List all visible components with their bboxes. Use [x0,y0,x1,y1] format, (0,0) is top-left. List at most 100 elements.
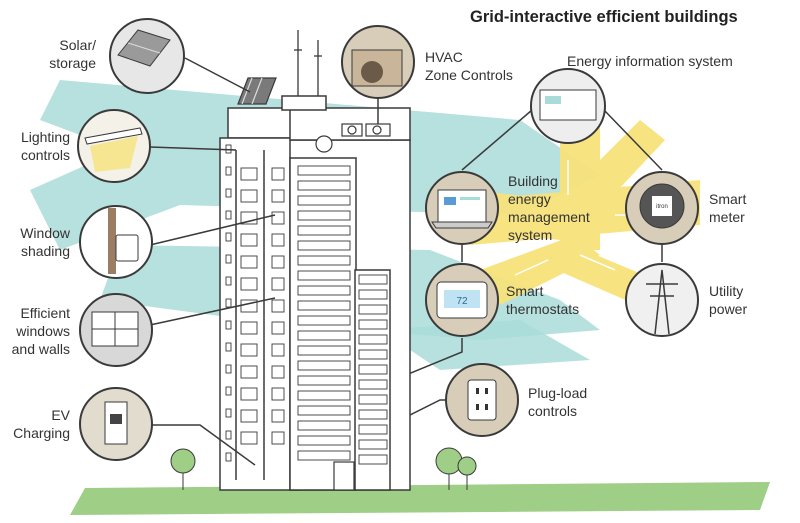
label-solar-storage: Solar/ storage [20,36,96,72]
window [297,255,351,266]
window [297,435,351,446]
label-line: Zone Controls [425,67,513,83]
window [297,420,351,431]
label-line: HVAC [425,49,463,65]
window [297,225,351,236]
window [358,439,388,450]
hvac-zone-controls-icon [341,25,415,99]
window [225,364,232,374]
window [358,289,388,300]
window [358,334,388,345]
window [358,304,388,315]
window [297,270,351,281]
ev-charging-icon [79,387,153,461]
window [225,430,232,440]
window [225,298,232,308]
window [297,330,351,341]
window [358,349,388,360]
window [297,360,351,371]
label-energy-information-system: Energy information system [567,52,767,70]
window [240,167,258,181]
window [271,431,285,445]
utility-power-icon [625,263,699,337]
energy-information-system-icon [530,68,606,144]
label-line: and walls [11,341,70,357]
efficient-windows-icon [79,293,153,367]
roof-solar-panels [237,77,277,105]
lighting-controls-icon [77,109,151,183]
window [358,274,388,285]
label-ev-charging: EV Charging [0,406,70,442]
label-line: controls [20,147,70,163]
label-window-shading: Window shading [0,224,70,260]
label-line: Smart [506,283,544,299]
window [271,167,285,181]
window [271,255,285,269]
window [240,387,258,401]
window [240,343,258,357]
window [225,320,232,330]
label-line: storage [49,55,96,71]
thermostat-display: 72 [456,296,468,307]
label-utility-power: Utility power [709,282,789,318]
window [358,364,388,375]
plug-load-controls-icon [445,363,519,437]
window [240,277,258,291]
meter-brand: itron [656,204,668,210]
label-line: Plug-load [528,385,588,401]
window [240,321,258,335]
window [240,255,258,269]
window [271,211,285,225]
window [240,189,258,203]
window [225,408,232,418]
window [271,277,285,291]
trees [170,447,477,490]
window [225,210,232,220]
window [297,375,351,386]
window [358,319,388,330]
window [297,345,351,356]
window-shading-icon [79,205,153,279]
window [358,409,388,420]
window [225,276,232,286]
label-line: thermostats [506,301,580,317]
window [225,386,232,396]
window [297,240,351,251]
window [271,387,285,401]
window [358,454,388,465]
label-line: controls [528,403,578,419]
ground [70,482,770,515]
window [297,315,351,326]
window [271,409,285,423]
label-smart-thermostats: Smart thermostats [506,282,606,318]
label-lighting-controls: Lighting controls [0,128,70,164]
window [358,424,388,435]
label-line: Utility [709,283,744,299]
window [240,409,258,423]
label-line: EV [51,407,70,423]
smart-thermostats-icon: 72 [425,263,499,337]
window [297,300,351,311]
window [297,390,351,401]
label-line: management [508,209,590,225]
window [297,165,351,176]
bems-laptop-icon [425,171,499,245]
window [240,365,258,379]
window [358,394,388,405]
label-line: Window [20,225,70,241]
window [297,405,351,416]
window [297,285,351,296]
label-line: Efficient [20,305,70,321]
solar-storage-icon [109,18,185,94]
window [271,189,285,203]
window [297,180,351,191]
label-line: shading [20,243,70,259]
label-line: energy [508,191,551,207]
window [225,342,232,352]
window [297,210,351,221]
window [225,452,232,462]
label-plug-load-controls: Plug-load controls [528,384,628,420]
window [225,166,232,176]
building-door [333,461,355,491]
label-line: Building [508,173,558,189]
